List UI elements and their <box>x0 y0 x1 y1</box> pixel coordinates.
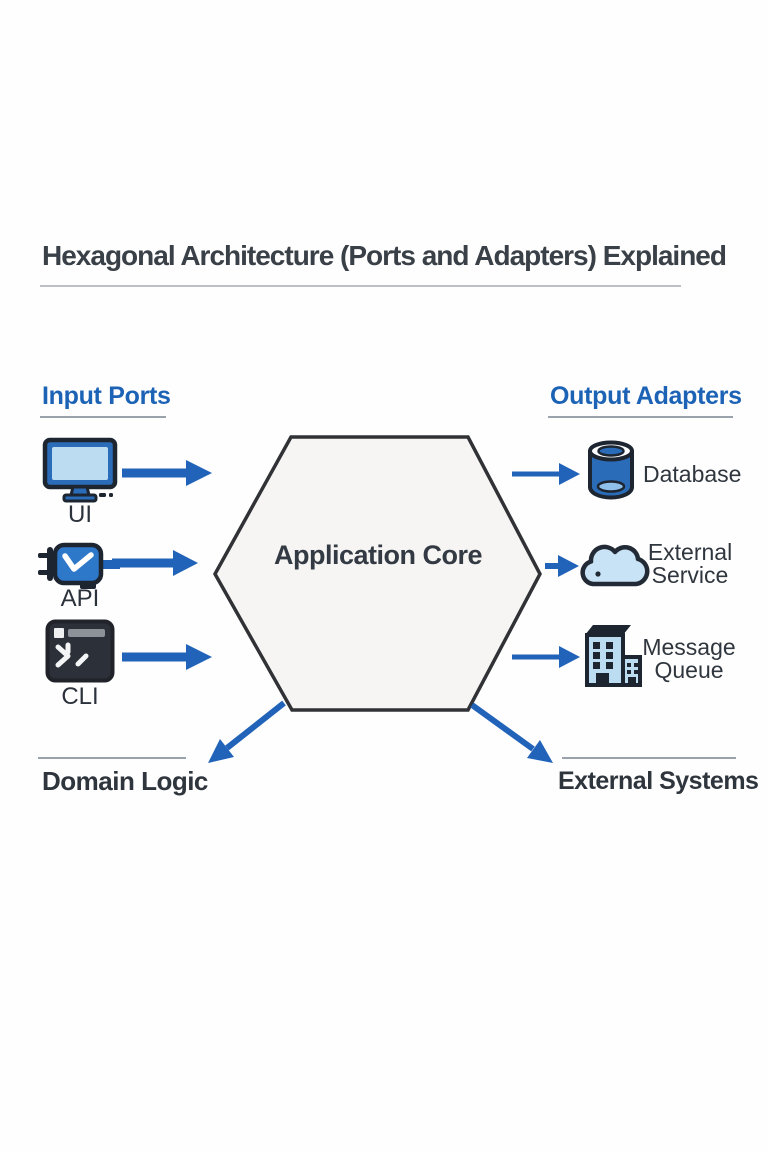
input-ports-divider <box>40 416 166 418</box>
arrow-api-to-core <box>112 550 198 576</box>
output-adapters-heading: Output Adapters <box>550 382 742 410</box>
output-adapters-divider <box>548 416 733 418</box>
application-core-hexagon <box>212 435 542 712</box>
database-label: Database <box>643 461 742 487</box>
monitor-icon <box>42 437 118 503</box>
external-service-label: External Service <box>647 539 733 588</box>
external-systems-label: External Systems <box>558 767 759 795</box>
domain-logic-divider <box>38 757 186 759</box>
cli-port-label: CLI <box>61 683 99 710</box>
database-cylinder-icon <box>588 440 634 500</box>
plug-icon <box>38 542 120 589</box>
arrow-core-to-external-service <box>545 555 579 577</box>
application-core-label: Application Core <box>273 540 483 570</box>
terminal-icon <box>45 619 115 683</box>
arrow-core-to-external-systems <box>470 702 553 763</box>
buildings-icon <box>585 625 642 687</box>
arrow-core-to-database <box>512 463 580 485</box>
arrow-ui-to-core <box>122 460 212 486</box>
page-title: Hexagonal Architecture (Ports and Adapte… <box>42 240 727 271</box>
api-port-label: API <box>60 585 100 612</box>
arrow-cli-to-core <box>122 644 212 670</box>
input-ports-heading: Input Ports <box>42 382 171 410</box>
message-queue-label: Message Queue <box>642 634 736 683</box>
external-systems-divider <box>562 757 736 759</box>
ui-port-label: UI <box>68 501 92 528</box>
arrow-core-to-domain-logic <box>208 700 286 763</box>
domain-logic-label: Domain Logic <box>42 766 208 796</box>
arrow-core-to-message-queue <box>512 646 580 668</box>
cloud-icon <box>580 544 650 587</box>
title-divider <box>40 285 681 287</box>
